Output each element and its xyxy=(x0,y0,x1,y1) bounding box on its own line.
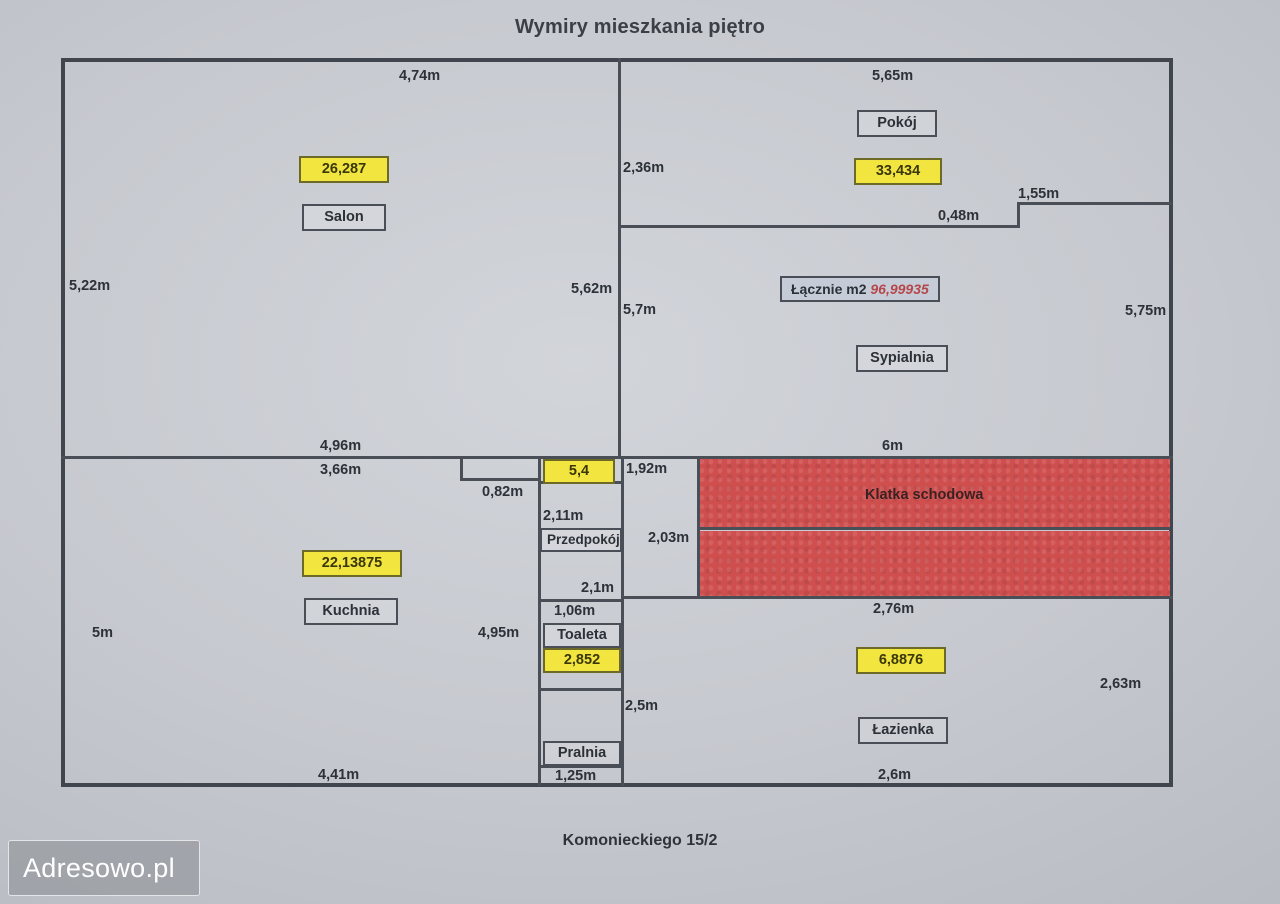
watermark-text: Adresowo.pl xyxy=(23,852,175,883)
dim-pralnia-right: 2,5m xyxy=(625,698,659,714)
room-label-salon: Salon xyxy=(302,204,386,231)
dim-corridor-2-03: 2,03m xyxy=(648,530,690,546)
room-label-kuchnia: Kuchnia xyxy=(304,598,398,625)
dim-kuchnia-right: 4,95m xyxy=(478,625,520,641)
wall-kuchnia-notch-left xyxy=(460,459,463,481)
room-label-pokoj: Pokój xyxy=(857,110,937,137)
dim-corridor-2-1: 2,1m xyxy=(581,580,615,596)
room-label-sypialnia: Sypialnia xyxy=(856,345,948,372)
dim-salon-right: 5,62m xyxy=(571,281,613,297)
room-label-przedpokoj: Przedpokój xyxy=(540,528,622,552)
area-tag-salon: 26,287 xyxy=(299,156,389,183)
dim-kuchnia-top: 3,66m xyxy=(320,462,362,478)
dim-notch-top: 1,55m xyxy=(1018,186,1060,202)
wall-outer-left xyxy=(61,58,65,787)
room-klatka-schodowa-lower xyxy=(700,531,1170,597)
dim-lazienka-top: 2,76m xyxy=(873,601,915,617)
dim-lazienka-right: 2,63m xyxy=(1100,676,1142,692)
dim-kuchnia-left: 5m xyxy=(92,625,113,641)
area-tag-lazienka: 6,8876 xyxy=(856,647,946,674)
dim-salon-left: 5,22m xyxy=(69,278,111,294)
dim-toaleta-top: 1,06m xyxy=(554,603,596,619)
dim-salon-top: 4,74m xyxy=(399,68,441,84)
dim-corridor-right-top: 1,92m xyxy=(626,461,668,477)
dim-lazienka-bottom: 2,6m xyxy=(878,767,912,783)
dim-kuchnia-notch: 0,82m xyxy=(482,484,524,500)
dim-sypialnia-bottom: 6m xyxy=(882,438,903,454)
wall-outer-right xyxy=(1169,202,1173,787)
room-label-pralnia: Pralnia xyxy=(543,741,621,766)
total-area-box: Łącznie m2 96,99935 xyxy=(780,276,940,303)
dim-pokoj-top: 5,65m xyxy=(872,68,914,84)
wall-corridor-left xyxy=(538,459,541,786)
wall-notch-riser xyxy=(1017,202,1020,228)
wall-klatka-bottom xyxy=(621,596,1173,599)
dim-kuchnia-bottom: 4,41m xyxy=(318,767,360,783)
total-value: 96,99935 xyxy=(870,281,929,297)
wall-outer-right-upper xyxy=(1169,58,1173,206)
dim-corridor-2-11: 2,11m xyxy=(543,508,584,524)
area-tag-pokoj: 33,434 xyxy=(854,158,942,185)
room-label-lazienka: Łazienka xyxy=(858,717,948,744)
room-label-klatka-schodowa: Klatka schodowa xyxy=(865,487,984,503)
address-footer: Komonieckiego 15/2 xyxy=(562,832,718,849)
dim-pokoj-left: 2,36m xyxy=(623,160,665,176)
wall-klatka-left xyxy=(697,459,700,599)
area-tag-kuchnia: 22,13875 xyxy=(302,550,402,577)
wall-outer-top xyxy=(61,58,1173,62)
room-klatka-schodowa-upper xyxy=(700,459,1170,527)
wall-toaleta-bottom xyxy=(538,688,624,691)
wall-notch-top xyxy=(1017,202,1172,205)
wall-toaleta-top xyxy=(538,599,624,602)
dim-sypialnia-right: 5,75m xyxy=(1125,303,1167,319)
dim-pokoj-bottom: 0,48m xyxy=(938,208,980,224)
area-tag-toaleta: 2,852 xyxy=(543,648,621,673)
wall-klatka-divider xyxy=(700,527,1170,530)
dim-sypialnia-left: 5,7m xyxy=(623,302,657,318)
wall-salon-bottom xyxy=(61,456,621,459)
room-label-toaleta: Toaleta xyxy=(543,623,621,648)
wall-pokoj-bottom xyxy=(618,225,1020,228)
wall-outer-bottom xyxy=(61,783,1173,787)
watermark-adresowo: Adresowo.pl xyxy=(8,840,200,896)
dim-pralnia-bottom: 1,25m xyxy=(555,768,597,784)
wall-sypialnia-bottom xyxy=(618,456,1173,459)
dim-salon-bottom: 4,96m xyxy=(320,438,362,454)
wall-center-vertical-top xyxy=(618,58,621,458)
page-title: Wymiry mieszkania piętro xyxy=(514,16,766,38)
wall-kuchnia-notch-bottom xyxy=(460,478,538,481)
total-label: Łącznie m2 xyxy=(791,281,867,297)
wall-lazienka-left xyxy=(621,596,624,786)
wall-pralnia-top xyxy=(538,765,624,768)
area-tag-przedpokoj: 5,4 xyxy=(543,459,615,484)
